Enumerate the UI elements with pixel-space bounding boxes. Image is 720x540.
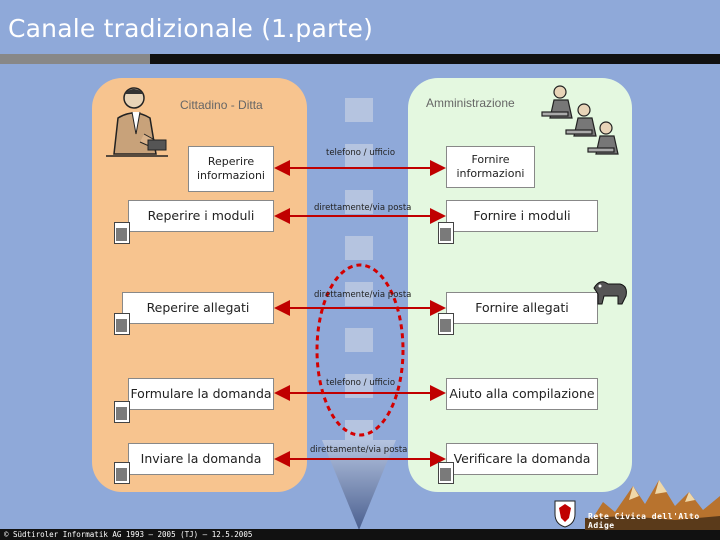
header-citizen: Cittadino - Ditta bbox=[180, 98, 263, 112]
iteration-loop bbox=[315, 263, 405, 437]
top-bar-accent bbox=[0, 54, 150, 64]
document-icon bbox=[114, 462, 130, 484]
footer-copyright: © Südtiroler Informatik AG 1993 – 2005 (… bbox=[4, 530, 253, 539]
channel-label-3: direttamente/via posta bbox=[314, 290, 412, 300]
channel-label-2: direttamente/via posta bbox=[314, 203, 412, 213]
logo-caption: Rete Civica dell'Alto Adige bbox=[588, 512, 700, 530]
document-icon bbox=[438, 313, 454, 335]
citizen-at-desk-icon bbox=[106, 87, 168, 157]
box-reperire-moduli[interactable]: Reperire i moduli bbox=[128, 200, 274, 232]
slide-title: Canale tradizionale (1.parte) bbox=[8, 14, 374, 43]
box-reperire-allegati[interactable]: Reperire allegati bbox=[122, 292, 274, 324]
header-administration: Amministrazione bbox=[426, 96, 515, 110]
document-icon bbox=[438, 462, 454, 484]
office-workers-icon bbox=[541, 85, 619, 155]
document-icon bbox=[114, 222, 130, 244]
bottom-bar bbox=[0, 529, 720, 540]
box-reperire-informazioni[interactable]: Reperire informazioni bbox=[188, 146, 274, 192]
top-bar bbox=[0, 54, 720, 64]
channel-label-5: direttamente/via posta bbox=[310, 445, 408, 455]
box-fornire-informazioni[interactable]: Fornire informazioni bbox=[446, 146, 535, 188]
document-icon bbox=[438, 222, 454, 244]
document-icon bbox=[114, 401, 130, 423]
channel-label-4: telefono / ufficio bbox=[326, 378, 396, 388]
dog-icon bbox=[593, 281, 627, 305]
box-fornire-moduli[interactable]: Fornire i moduli bbox=[446, 200, 598, 232]
coat-of-arms-icon bbox=[554, 500, 576, 528]
document-icon bbox=[114, 313, 130, 335]
mountains-icon bbox=[585, 480, 720, 530]
box-aiuto-compilazione[interactable]: Aiuto alla compilazione bbox=[446, 378, 598, 410]
box-formulare-domanda[interactable]: Formulare la domanda bbox=[128, 378, 274, 410]
channel-label-1: telefono / ufficio bbox=[326, 148, 396, 158]
box-verificare-domanda[interactable]: Verificare la domanda bbox=[446, 443, 598, 475]
box-inviare-domanda[interactable]: Inviare la domanda bbox=[128, 443, 274, 475]
box-fornire-allegati[interactable]: Fornire allegati bbox=[446, 292, 598, 324]
